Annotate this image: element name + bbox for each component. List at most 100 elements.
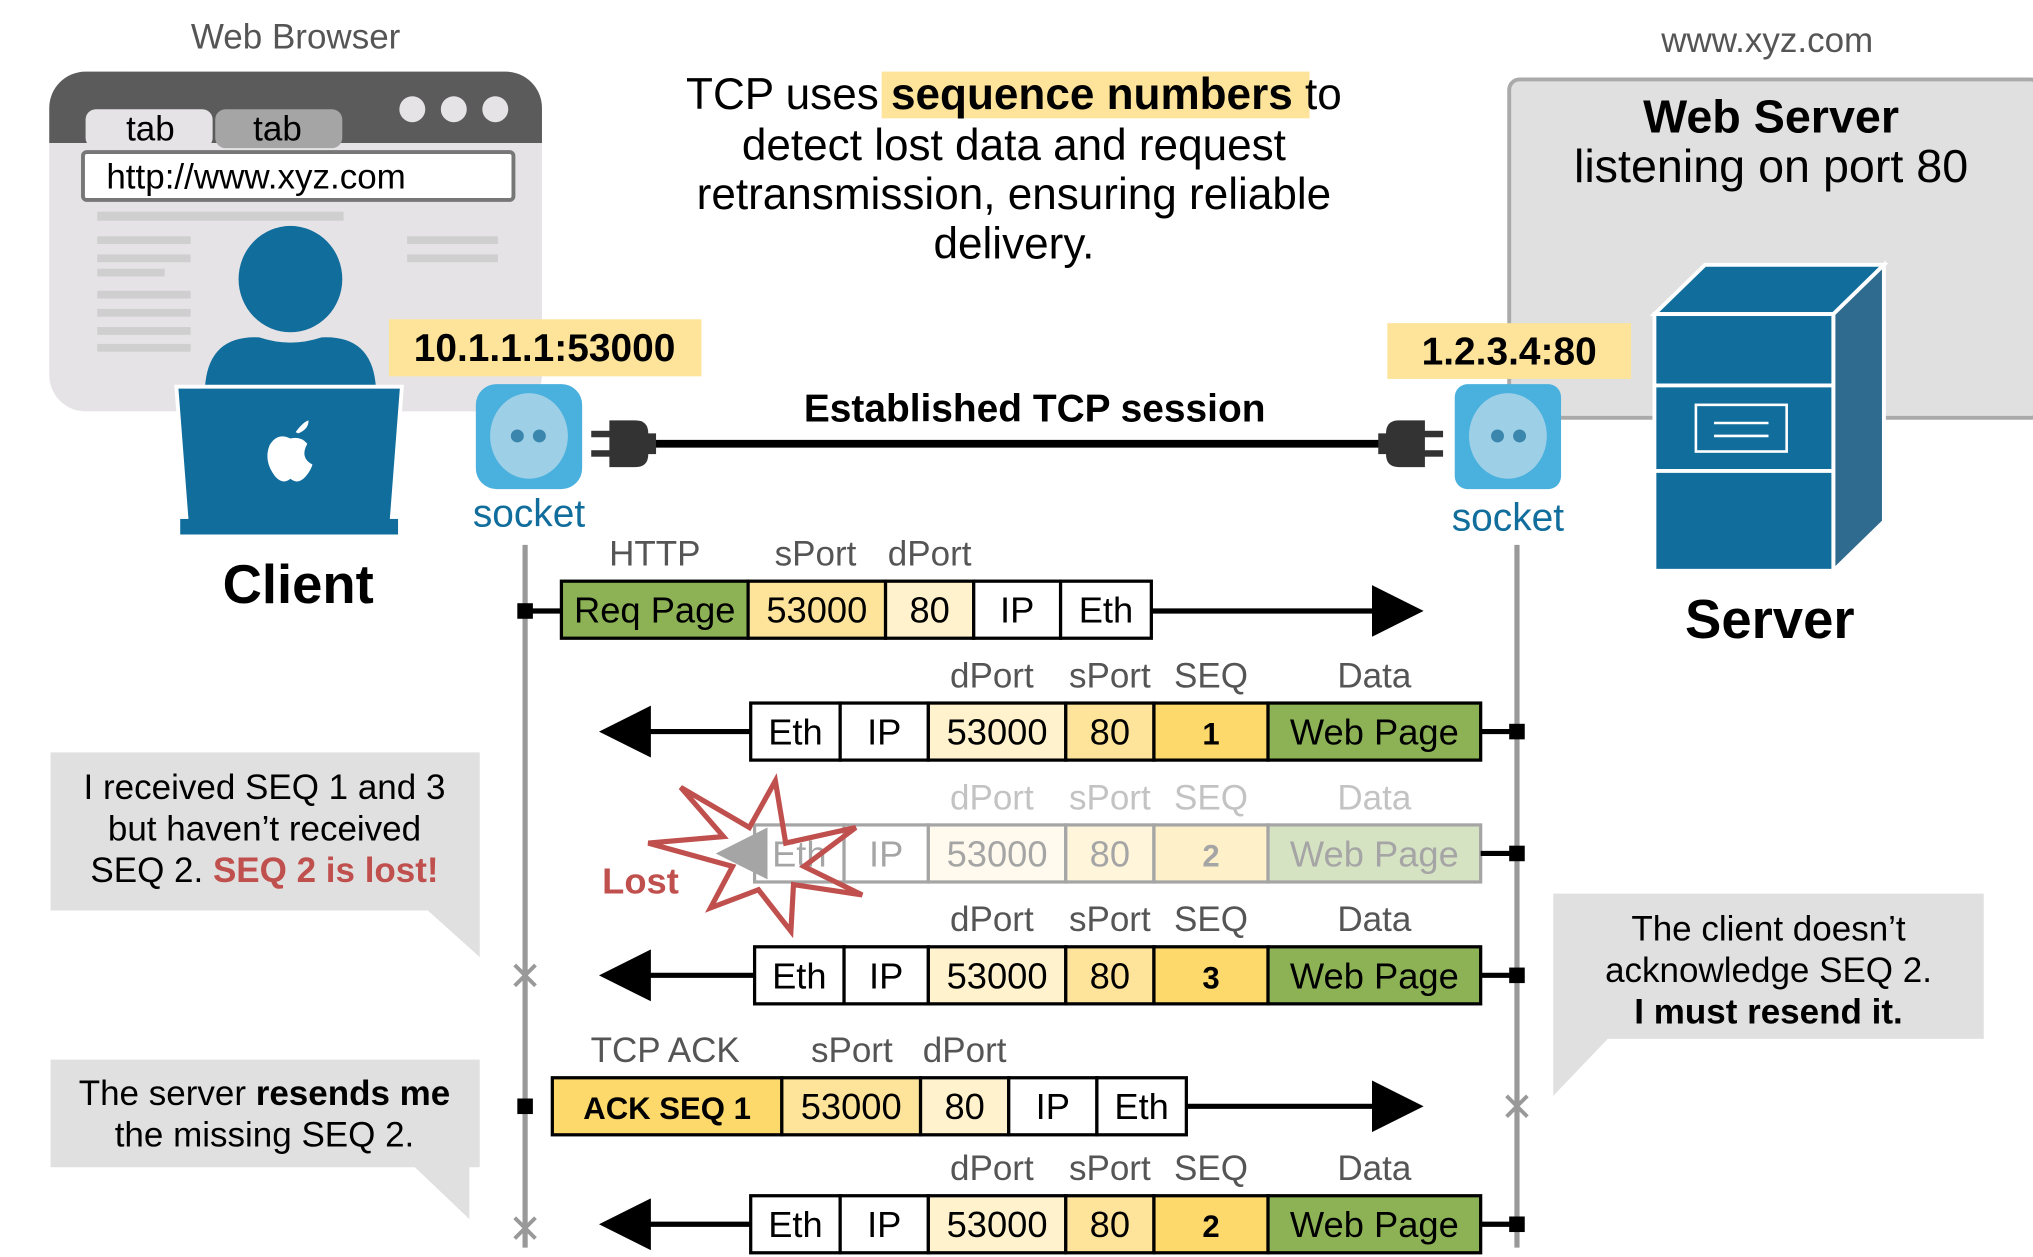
field-header: sPort bbox=[811, 1031, 893, 1070]
field-header: HTTP bbox=[609, 535, 700, 574]
packet-field bbox=[752, 945, 846, 1006]
packet-field bbox=[1064, 701, 1156, 762]
browser-title: Web Browser bbox=[191, 17, 401, 56]
apple-logo-icon bbox=[267, 420, 313, 482]
close-icon[interactable] bbox=[482, 96, 509, 123]
packet-field bbox=[1152, 701, 1270, 762]
packet-field-label: 53000 bbox=[947, 1204, 1048, 1245]
tab-2-label: tab bbox=[253, 109, 302, 148]
packet-field-label: IP bbox=[869, 833, 903, 874]
x-mark-icon bbox=[513, 963, 1529, 1240]
packet-field-label: IP bbox=[867, 712, 901, 753]
field-header: Data bbox=[1337, 656, 1411, 695]
packet-field-label: 80 bbox=[1090, 712, 1130, 753]
client-socket-label: socket bbox=[473, 493, 586, 536]
field-header: SEQ bbox=[1174, 900, 1248, 939]
packet-field bbox=[926, 823, 1068, 884]
packet-field-label: 2 bbox=[1202, 1209, 1219, 1244]
packet-field-label: 3 bbox=[1202, 960, 1219, 995]
field-header: SEQ bbox=[1174, 1149, 1248, 1188]
server-address-badge bbox=[1387, 323, 1632, 379]
packet-field-label: IP bbox=[1000, 590, 1034, 631]
packet-field bbox=[842, 823, 930, 884]
packet-field bbox=[749, 1194, 842, 1255]
highlight bbox=[881, 71, 1310, 119]
packet-field-label: 53000 bbox=[766, 590, 867, 631]
packet-field-label: IP bbox=[869, 955, 903, 996]
svg-text:The server resends me: The server resends me bbox=[79, 1074, 451, 1113]
packet-field-label: 53000 bbox=[947, 955, 1048, 996]
svg-text:but haven’t received: but haven’t received bbox=[108, 809, 421, 848]
browser-tab-2[interactable] bbox=[215, 109, 343, 149]
user-icon bbox=[204, 225, 377, 390]
server-socket-icon bbox=[1454, 384, 1562, 490]
server-label: Server bbox=[1685, 589, 1855, 650]
packet-field bbox=[780, 1076, 923, 1137]
packet-field-label: 2 bbox=[1202, 838, 1219, 873]
session-label: Established TCP session bbox=[804, 388, 1266, 431]
headline-line-2: detect lost data and request bbox=[742, 121, 1286, 170]
server-domain: www.xyz.com bbox=[1660, 21, 1873, 60]
packet-field-label: 53000 bbox=[947, 833, 1048, 874]
field-header: sPort bbox=[775, 535, 857, 574]
packet-field-label: IP bbox=[867, 1204, 901, 1245]
tab-1-label: tab bbox=[126, 109, 175, 148]
packet-field-label: Web Page bbox=[1290, 712, 1459, 753]
packet-field bbox=[1007, 1076, 1099, 1137]
client-socket-icon bbox=[475, 384, 583, 490]
field-header: dPort bbox=[950, 656, 1034, 695]
plug-icon bbox=[591, 420, 657, 468]
field-header: Data bbox=[1337, 778, 1411, 817]
packet-field-label: Req Page bbox=[574, 590, 735, 631]
packet-field-label: Eth bbox=[1079, 590, 1133, 631]
field-header: dPort bbox=[923, 1031, 1007, 1070]
packet-field bbox=[883, 579, 976, 640]
svg-text:The client doesn’t: The client doesn’t bbox=[1631, 909, 1906, 948]
lost-burst-icon bbox=[647, 773, 864, 939]
packet-field bbox=[1266, 945, 1483, 1006]
packet-field-label: 80 bbox=[1090, 955, 1130, 996]
packet-field bbox=[1152, 823, 1270, 884]
plug-icon bbox=[1378, 420, 1444, 468]
field-header: dPort bbox=[950, 900, 1034, 939]
maximize-icon[interactable] bbox=[440, 96, 467, 123]
url-bar[interactable] bbox=[81, 150, 516, 202]
headline-line-3: retransmission, ensuring reliable bbox=[697, 170, 1332, 219]
packet-field-label: Web Page bbox=[1290, 955, 1459, 996]
minimize-icon[interactable] bbox=[399, 96, 426, 123]
packet-field-label: 53000 bbox=[947, 712, 1048, 753]
packet-field bbox=[746, 579, 888, 640]
headline-line-1: TCP uses sequence numbers to bbox=[686, 70, 1342, 119]
svg-text:the missing SEQ 2.: the missing SEQ 2. bbox=[115, 1115, 415, 1154]
packet-field bbox=[1058, 579, 1153, 640]
browser-tab-1[interactable] bbox=[85, 109, 213, 149]
packet-field-label: IP bbox=[1036, 1086, 1070, 1127]
packet-field-label: ACK SEQ 1 bbox=[583, 1091, 751, 1126]
server-subtitle: listening on port 80 bbox=[1574, 140, 1968, 192]
svg-text:acknowledge SEQ 2.: acknowledge SEQ 2. bbox=[1605, 951, 1932, 990]
field-header: SEQ bbox=[1174, 778, 1248, 817]
field-header: dPort bbox=[950, 778, 1034, 817]
packet-field-label: Web Page bbox=[1290, 1204, 1459, 1245]
packet-field bbox=[1064, 823, 1156, 884]
svg-text:I must resend it.: I must resend it. bbox=[1634, 992, 1902, 1031]
packet-field-label: 80 bbox=[944, 1086, 984, 1127]
packet-field-label: 53000 bbox=[801, 1086, 902, 1127]
client-label: Client bbox=[223, 554, 374, 615]
packet-field-label: Web Page bbox=[1290, 833, 1459, 874]
callout-server: The client doesn’t acknowledge SEQ 2. I … bbox=[1553, 893, 1984, 1096]
field-header: SEQ bbox=[1174, 656, 1248, 695]
callout-resend: The server resends me the missing SEQ 2. bbox=[50, 1059, 480, 1220]
svg-text:I received SEQ 1 and 3: I received SEQ 1 and 3 bbox=[84, 768, 446, 807]
field-header: sPort bbox=[1069, 656, 1151, 695]
client-address-badge bbox=[388, 319, 702, 377]
url-text: http://www.xyz.com bbox=[106, 157, 406, 196]
callout-lost: I received SEQ 1 and 3 but haven’t recei… bbox=[50, 752, 480, 958]
packet-field-label: 1 bbox=[1202, 717, 1219, 752]
field-header: dPort bbox=[888, 535, 972, 574]
